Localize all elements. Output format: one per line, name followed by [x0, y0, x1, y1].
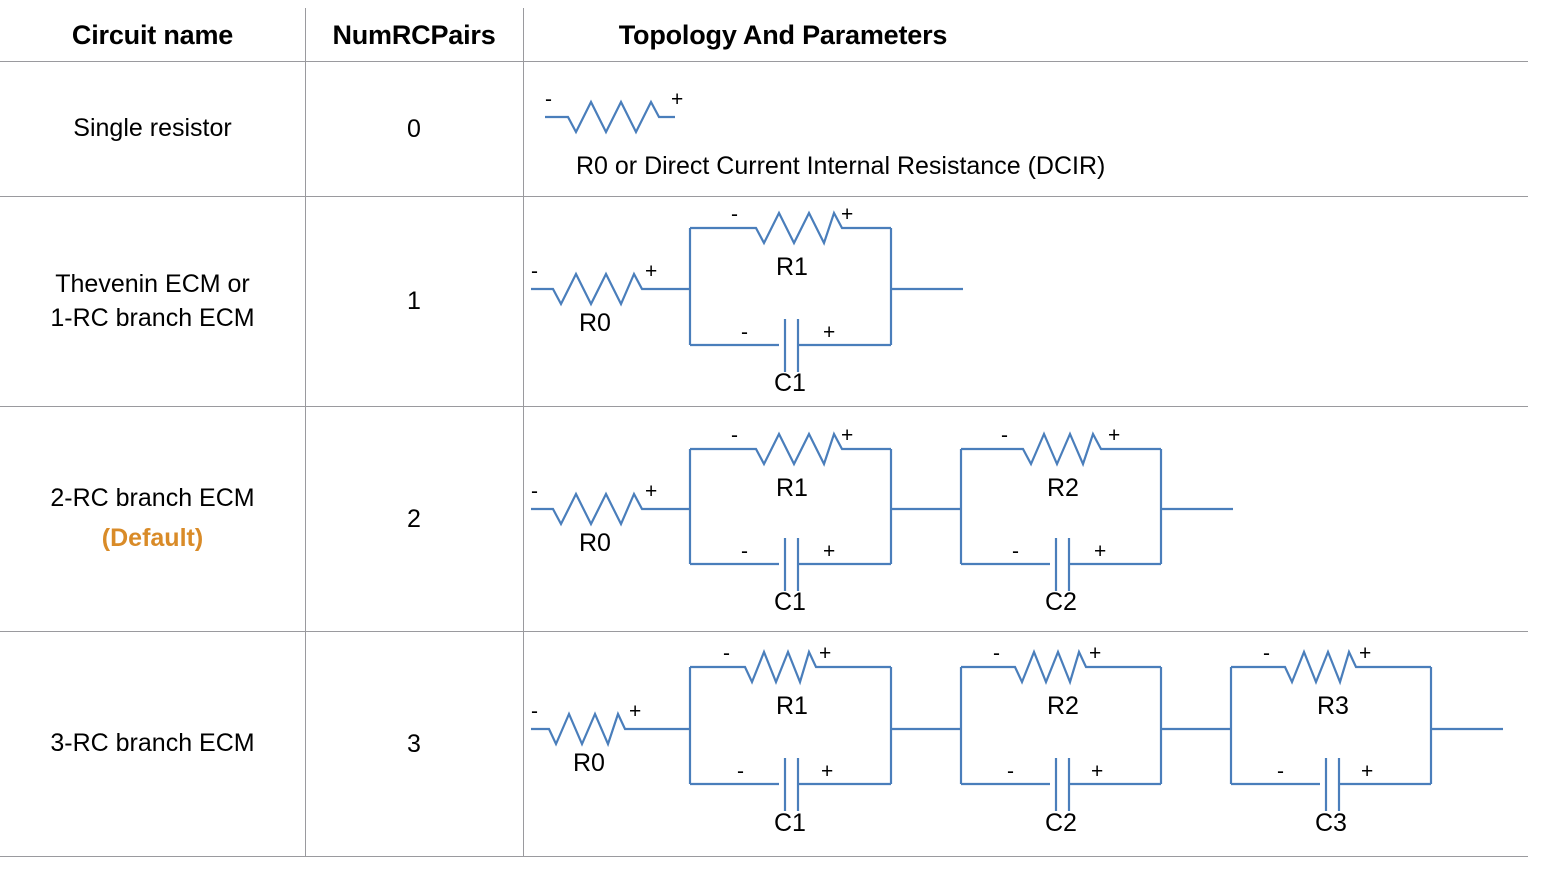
row4-label-r3: R3 [1317, 692, 1349, 720]
branch1-resistor-polarity-plus: + [841, 203, 853, 226]
header-circuit-name: Circuit name [71, 20, 234, 50]
row1-circuit-name: Single resistor [73, 114, 232, 143]
divider-col1-col2 [305, 8, 306, 856]
row4-label-c2: C2 [1045, 809, 1077, 837]
resistor-symbol-r0 [545, 99, 675, 135]
polarity-minus-r0: - [545, 88, 552, 111]
polarity-plus-r0: + [629, 700, 641, 723]
row4-label-c1: C1 [774, 809, 806, 837]
branch3-cap-polarity-plus: + [1361, 760, 1373, 783]
row2-topology-diagram: - + - + - + R0 R1 C1 [523, 197, 1528, 406]
resistor-symbol-r0 [531, 271, 690, 307]
rule-header-bottom [0, 61, 1528, 62]
rule-row3-bottom [0, 631, 1528, 632]
branch2-cap-polarity-minus: - [1007, 760, 1014, 783]
row2-circuit-name: Thevenin ECM or 1-RC branch ECM [0, 197, 305, 406]
row2-circuit-svg: - + - + - + [531, 203, 963, 372]
row3-topology-diagram: - + - + - + - + - + R0 R1 C1 R2 C2 [523, 407, 1528, 631]
branch1-resistor-polarity-minus: - [731, 424, 738, 447]
branch2-cap-polarity-minus: - [1012, 540, 1019, 563]
row2-label-c1: C1 [774, 369, 806, 397]
row4-label-c3: C3 [1315, 809, 1347, 837]
branch3-resistor-symbol [1231, 648, 1431, 686]
row4-circuit-name: 3-RC branch ECM [0, 632, 305, 856]
branch3-cap-polarity-minus: - [1277, 760, 1284, 783]
branch1-resistor-symbol [690, 210, 891, 246]
row4-label-r0: R0 [573, 749, 605, 777]
row4-topology-diagram: - + - + - + - + - + - + - + R0 R1 C1 R2 … [523, 632, 1528, 856]
branch1-resistor-symbol [690, 648, 891, 686]
row1-num-rc-pairs: 0 [407, 114, 421, 143]
branch1-resistor-polarity-plus: + [819, 642, 831, 665]
branch1-cap-polarity-plus: + [823, 540, 835, 563]
branch1-resistor-polarity-minus: - [723, 642, 730, 665]
row1-topology-diagram: - + R0 or Direct Current Internal Resist… [523, 62, 1528, 196]
header-num-rc-pairs: NumRCPairs [332, 20, 496, 50]
polarity-plus-r0: + [671, 88, 683, 111]
header-topology-and-parameters: Topology And Parameters [618, 20, 948, 50]
row1-circuit-svg: - + [545, 88, 683, 135]
row2-label-r0: R0 [579, 309, 611, 337]
row2-circuit-name-line1: Thevenin ECM or [55, 269, 250, 298]
row2-num-rc-pairs: 1 [407, 287, 421, 315]
row3-label-r2: R2 [1047, 474, 1079, 502]
row2-label-r1: R1 [776, 253, 808, 281]
rule-row4-bottom [0, 856, 1528, 857]
branch2-resistor-symbol [961, 648, 1161, 686]
polarity-minus-r0: - [531, 480, 538, 503]
branch2-resistor-polarity-minus: - [1001, 424, 1008, 447]
rule-row1-bottom [0, 196, 1528, 197]
branch1-cap-polarity-minus: - [737, 760, 744, 783]
polarity-minus-r0: - [531, 700, 538, 723]
row1-caption: R0 or Direct Current Internal Resistance… [576, 152, 1106, 180]
row3-label-c1: C1 [774, 588, 806, 616]
row4-label-r2: R2 [1047, 692, 1079, 720]
row3-circuit-name-line1: 2-RC branch ECM [50, 484, 255, 513]
row2-circuit-name-line2: 1-RC branch ECM [50, 303, 255, 332]
polarity-plus-r0: + [645, 480, 657, 503]
branch1-cap-polarity-minus: - [741, 540, 748, 563]
branch2-cap-polarity-plus: + [1094, 540, 1106, 563]
branch2-resistor-polarity-minus: - [993, 642, 1000, 665]
row3-default-badge: (Default) [101, 524, 204, 552]
branch1-cap-polarity-plus: + [821, 760, 833, 783]
branch1-cap-polarity-minus: - [741, 321, 748, 344]
branch1-resistor-polarity-plus: + [841, 424, 853, 447]
branch1-resistor-polarity-minus: - [731, 203, 738, 226]
row3-label-c2: C2 [1045, 588, 1077, 616]
row3-circuit-name: 2-RC branch ECM (Default) [0, 407, 305, 631]
branch1-resistor-symbol [690, 431, 891, 467]
row3-circuit-svg: - + - + - + - + - + [531, 424, 1233, 591]
rule-row2-bottom [0, 406, 1528, 407]
divider-col2-col3 [523, 8, 524, 856]
row4-circuit-svg: - + - + - + - + - + - + - + [531, 642, 1503, 811]
resistor-symbol-r0 [531, 491, 690, 527]
branch2-resistor-polarity-plus: + [1108, 424, 1120, 447]
branch2-cap-polarity-plus: + [1091, 760, 1103, 783]
row4-circuit-name-line1: 3-RC branch ECM [50, 729, 255, 758]
branch3-resistor-polarity-minus: - [1263, 642, 1270, 665]
row4-num-rc-pairs: 3 [407, 729, 421, 758]
row3-num-rc-pairs: 2 [407, 504, 421, 533]
branch2-resistor-polarity-plus: + [1089, 642, 1101, 665]
resistor-symbol-r0 [531, 711, 690, 748]
row3-label-r1: R1 [776, 474, 808, 502]
branch2-resistor-symbol [961, 431, 1161, 468]
branch3-resistor-polarity-plus: + [1359, 642, 1371, 665]
row3-label-r0: R0 [579, 529, 611, 557]
row4-label-r1: R1 [776, 692, 808, 720]
polarity-plus-r0: + [645, 260, 657, 283]
polarity-minus-r0: - [531, 260, 538, 283]
branch1-cap-polarity-plus: + [823, 321, 835, 344]
